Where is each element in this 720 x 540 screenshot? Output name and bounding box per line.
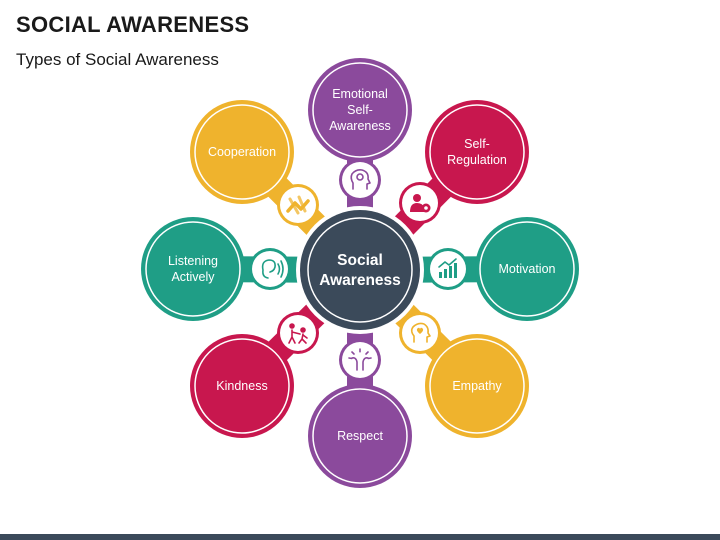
node-label: Self-: [464, 137, 490, 151]
node-cooperation: Cooperation: [190, 100, 319, 226]
node-label: Actively: [171, 270, 215, 284]
icon-badge: [252, 251, 288, 287]
node-self-regulation: Self- Regulation: [399, 100, 529, 224]
node-label: Self-: [347, 103, 373, 117]
bubble-kindness: [194, 338, 290, 434]
node-label: Kindness: [216, 379, 267, 393]
node-kindness: Kindness: [190, 312, 319, 438]
node-motivation: Motivation: [427, 217, 579, 321]
node-layer: EmotionalSelf-AwarenessSelf-RegulationMo…: [141, 58, 579, 488]
bubble-emotional: [312, 62, 408, 158]
node-label: Motivation: [499, 262, 556, 276]
bubble-respect: [312, 388, 408, 484]
node-label: Awareness: [329, 119, 391, 133]
node-label: Emotional: [332, 87, 388, 101]
node-label: Regulation: [447, 153, 507, 167]
page-subtitle: Types of Social Awareness: [16, 50, 219, 69]
team-hands-icon: [286, 195, 310, 215]
node-label: Respect: [337, 429, 383, 443]
node-respect: Respect: [308, 339, 412, 488]
bowing-hands-icon: [348, 348, 372, 371]
center-circle: [307, 217, 413, 323]
listening-ear-icon: [261, 259, 284, 279]
person-settings-icon: [410, 194, 431, 213]
bubble-motivation: [479, 221, 575, 317]
icon-badge: [402, 185, 438, 221]
page-title: SOCIAL AWARENESS: [16, 12, 250, 37]
icon-badge: [430, 251, 466, 287]
node-label: Listening: [168, 254, 218, 268]
bubble-self-regulation: [429, 104, 525, 200]
node-label: Empathy: [452, 379, 502, 393]
bubble-cooperation: [194, 104, 290, 200]
bubble-empathy: [429, 338, 525, 434]
node-empathy: Empathy: [399, 312, 529, 438]
growth-chart-icon: [438, 258, 457, 278]
icon-badge: [342, 342, 378, 378]
node-label: Cooperation: [208, 145, 276, 159]
bottom-bar: [0, 534, 720, 540]
head-heart-icon: [410, 322, 431, 343]
helping-people-icon: [288, 323, 308, 344]
center-label: Social: [337, 252, 383, 269]
center-label: Awareness: [319, 272, 401, 289]
brain-head-icon: [350, 169, 371, 190]
bubble-listening: [145, 221, 241, 317]
